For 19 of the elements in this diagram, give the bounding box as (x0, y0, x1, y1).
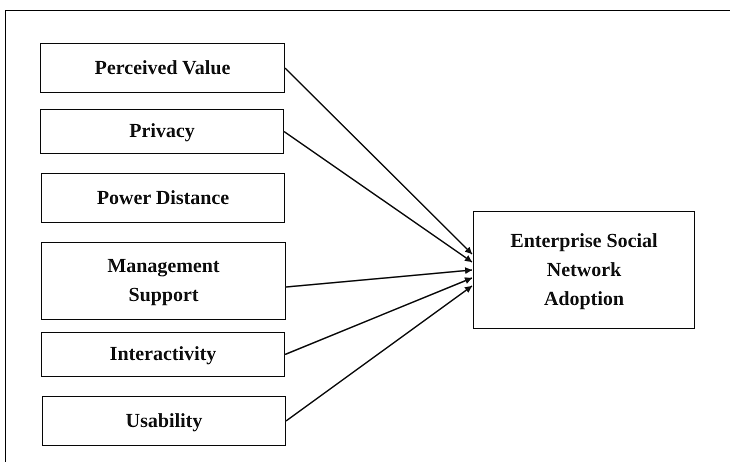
outcome-box (473, 211, 695, 329)
factor-box (40, 109, 284, 154)
arrow (284, 277, 472, 356)
node-label: Perceived Value (94, 56, 230, 80)
factor-box (42, 396, 286, 446)
node-label: Power Distance (96, 186, 230, 210)
factor-box (41, 173, 285, 223)
factor-box (40, 43, 285, 93)
arrow (286, 285, 472, 422)
node-label: Usability (126, 408, 202, 434)
node-label: Enterprise Social Network Adoption (509, 228, 659, 312)
factor-box (41, 332, 285, 377)
arrow (284, 67, 473, 255)
node-label: Interactivity (110, 342, 216, 367)
arrow (284, 130, 472, 263)
arrow (286, 267, 472, 288)
node-label: Management Support (106, 254, 221, 308)
node-label: Privacy (129, 119, 195, 144)
factor-box (41, 242, 286, 320)
